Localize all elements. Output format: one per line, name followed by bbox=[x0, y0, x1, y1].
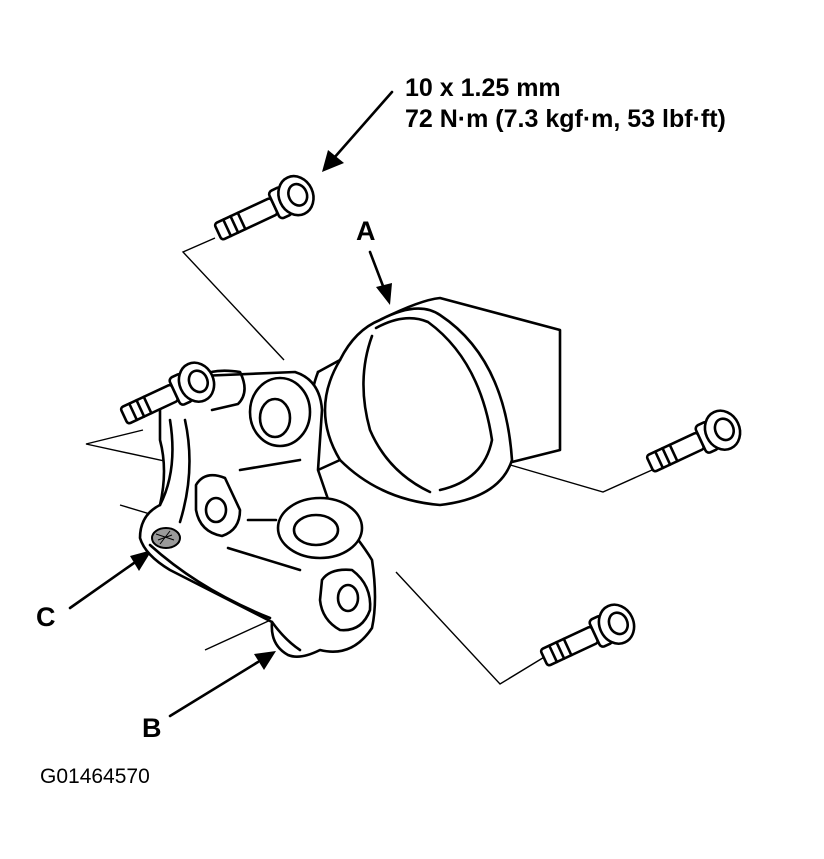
bolt-top bbox=[213, 174, 315, 241]
label-b: B bbox=[142, 713, 162, 743]
torque-spec-leader-arrow bbox=[322, 90, 394, 172]
bolt-bottom bbox=[539, 603, 636, 667]
contact-pad-c bbox=[151, 527, 181, 549]
bolt-right bbox=[645, 409, 742, 473]
figure-id: G01464570 bbox=[40, 765, 150, 788]
transmission-housing bbox=[307, 296, 562, 507]
label-b-arrow bbox=[168, 651, 276, 718]
label-a: A bbox=[356, 216, 376, 246]
torque-spec: 72 N·m (7.3 kgf·m, 53 lbf·ft) bbox=[405, 105, 726, 133]
bolt-left bbox=[119, 361, 216, 425]
label-c-arrow bbox=[68, 550, 152, 610]
label-c: C bbox=[36, 602, 56, 632]
bolt-alignment-lines bbox=[85, 237, 653, 685]
mount-bracket bbox=[138, 369, 377, 658]
label-a-arrow bbox=[368, 250, 392, 305]
bolt-size-spec: 10 x 1.25 mm bbox=[405, 74, 561, 102]
